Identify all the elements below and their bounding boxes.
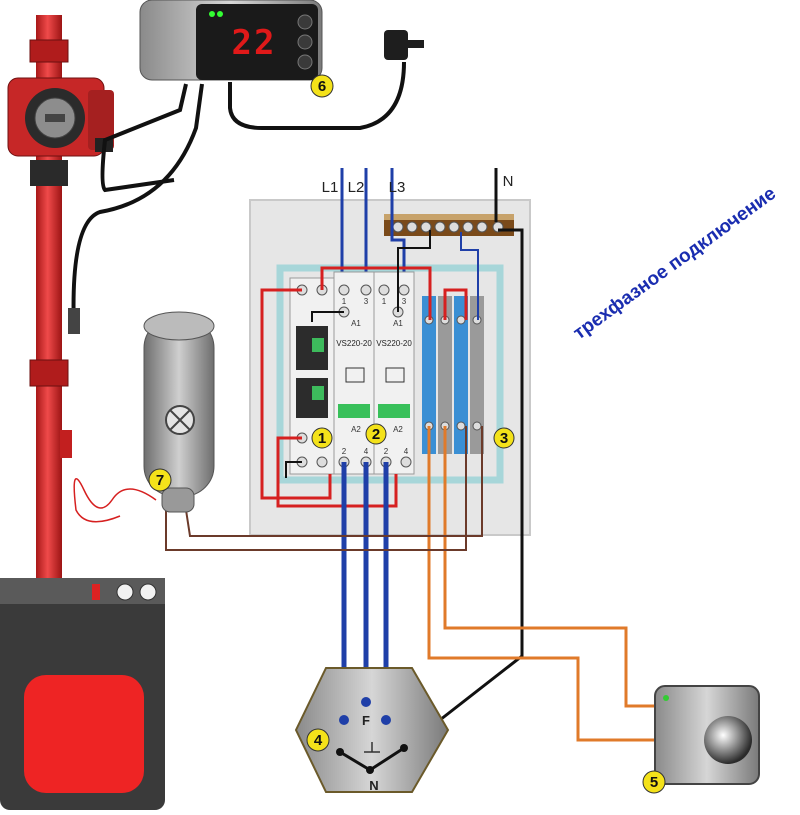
contactor-model-label: VS220-20	[376, 339, 412, 348]
svg-text:A1: A1	[393, 319, 403, 328]
contactor-model-label: VS220-20	[336, 339, 372, 348]
badge-4: 4	[306, 728, 330, 752]
diagram-title: трехфазное подключение	[570, 183, 780, 344]
circulation-pump	[7, 77, 114, 157]
svg-text:1: 1	[382, 297, 387, 306]
boiler	[0, 578, 165, 810]
heating-element: F N	[294, 667, 450, 793]
heater-label-f: F	[362, 713, 370, 728]
line-label-l2: L2	[348, 179, 365, 196]
svg-text:6: 6	[318, 78, 326, 95]
pipe-coupling	[29, 39, 69, 63]
svg-text:A2: A2	[393, 425, 403, 434]
svg-text:7: 7	[156, 472, 164, 489]
thermostat-display: 22	[232, 23, 277, 63]
control-relay-module	[289, 277, 335, 475]
neutral-busbar	[384, 214, 514, 236]
badge-7: 7	[148, 468, 172, 492]
svg-text:3: 3	[500, 430, 508, 447]
immersion-thermostat	[143, 311, 215, 513]
svg-text:A1: A1	[351, 319, 361, 328]
badge-5: 5	[642, 770, 666, 794]
heater-label-n: N	[369, 778, 378, 793]
svg-text:1: 1	[342, 297, 347, 306]
svg-text:3: 3	[402, 297, 407, 306]
svg-text:2: 2	[372, 426, 380, 443]
contactor-left: 1 3 A1 VS220-20 A2 2 4	[333, 271, 375, 475]
badge-6: 6	[310, 74, 334, 98]
svg-text:1: 1	[318, 430, 326, 447]
line-label-l3: L3	[389, 179, 406, 196]
svg-text:4: 4	[364, 447, 369, 456]
thermostat-controller: 22	[139, 0, 323, 81]
svg-text:2: 2	[342, 447, 347, 456]
room-thermostat	[654, 685, 760, 785]
power-adapter	[384, 30, 424, 60]
badge-2: 2	[365, 423, 387, 445]
line-label-l1: L1	[322, 179, 339, 196]
pipe-coupling	[60, 430, 72, 458]
svg-text:2: 2	[384, 447, 389, 456]
badge-1: 1	[311, 427, 333, 449]
pipe-coupling	[29, 359, 69, 387]
pipe-coupling	[30, 160, 68, 186]
svg-text:3: 3	[364, 297, 369, 306]
svg-text:5: 5	[650, 774, 658, 791]
svg-text:4: 4	[314, 732, 323, 749]
svg-text:4: 4	[404, 447, 409, 456]
badge-3: 3	[493, 427, 515, 449]
svg-text:A2: A2	[351, 425, 361, 434]
line-label-n: N	[503, 173, 514, 190]
